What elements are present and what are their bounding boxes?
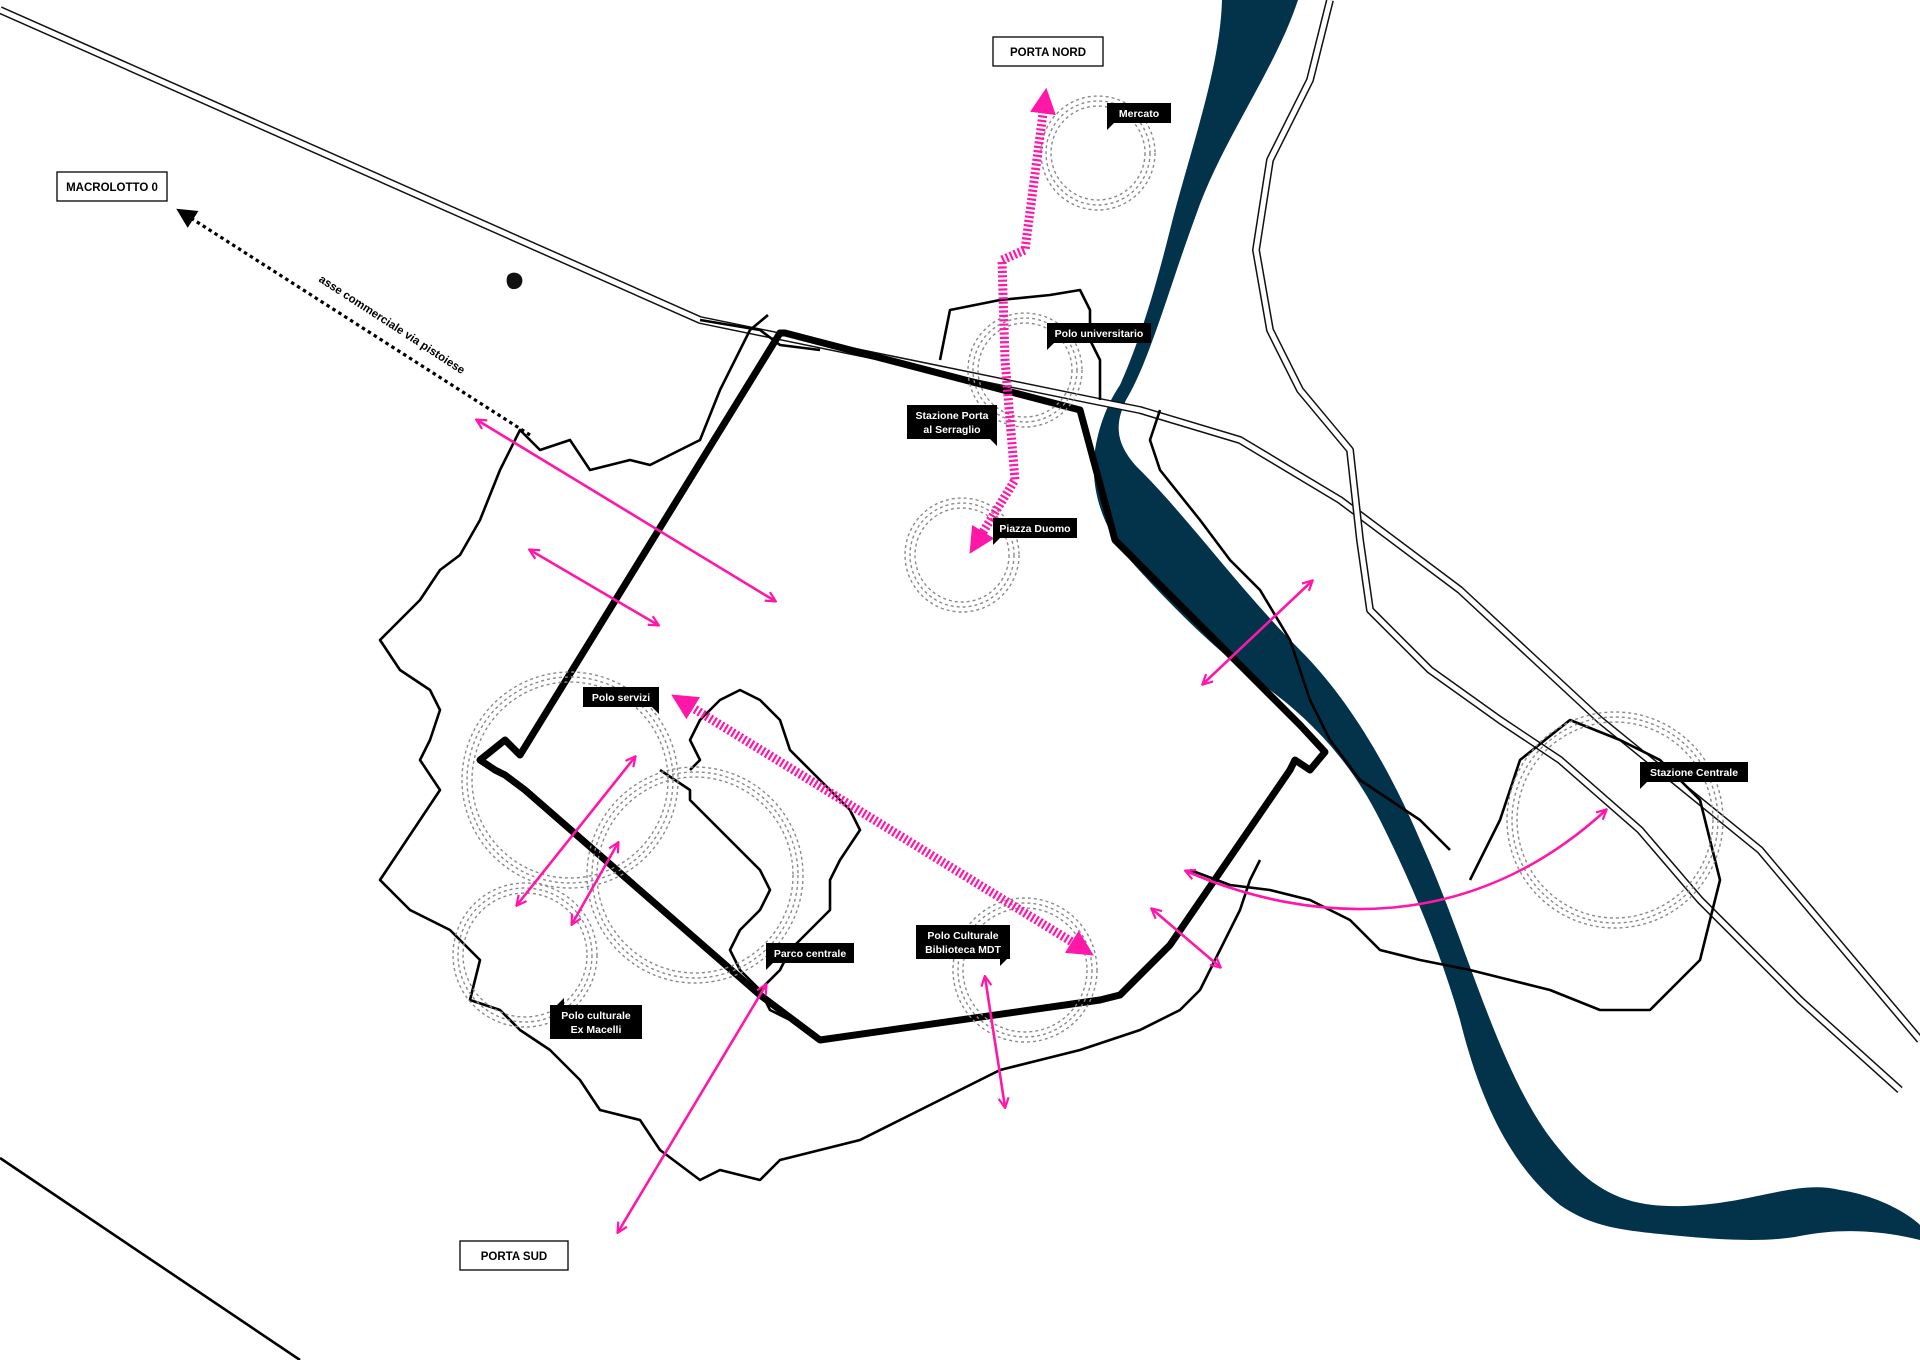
route-north bbox=[969, 87, 1056, 554]
macrolotto-box: MACROLOTTO 0 bbox=[56, 171, 168, 202]
connection-east bbox=[1203, 581, 1312, 684]
connection-mdt bbox=[985, 977, 1005, 1107]
city-walls bbox=[476, 329, 1329, 1044]
axis-label: asse commerciale via pistoiese bbox=[316, 273, 466, 376]
tag-piazza-duomo: Piazza Duomo bbox=[993, 518, 1077, 545]
tag-stazione-centrale: Stazione Centrale bbox=[1640, 762, 1748, 789]
landmark-dot bbox=[506, 272, 523, 290]
svg-text:Polo culturale: Polo culturale bbox=[561, 1010, 631, 1022]
svg-text:Polo universitario: Polo universitario bbox=[1055, 328, 1144, 340]
river bbox=[1093, 0, 1920, 1240]
svg-text:Polo Culturale: Polo Culturale bbox=[927, 930, 998, 942]
tag-parco-centrale: Parco centrale bbox=[766, 943, 854, 970]
connection-south bbox=[618, 985, 766, 1232]
svg-text:Polo servizi: Polo servizi bbox=[592, 692, 650, 704]
svg-text:PORTA SUD: PORTA SUD bbox=[481, 1251, 547, 1263]
tag-mercato: Mercato bbox=[1107, 103, 1171, 130]
node-rings bbox=[452, 95, 1724, 1043]
connection-sw-1 bbox=[517, 757, 635, 905]
tag-polo-culturale-mdt: Polo Culturale Biblioteca MDT bbox=[916, 925, 1010, 966]
svg-text:Parco centrale: Parco centrale bbox=[774, 948, 847, 960]
svg-text:PORTA NORD: PORTA NORD bbox=[1010, 47, 1086, 59]
svg-text:Stazione Centrale: Stazione Centrale bbox=[1650, 767, 1738, 779]
connection-nw-2 bbox=[530, 550, 658, 625]
tag-polo-universitario: Polo universitario bbox=[1047, 323, 1151, 350]
tag-polo-culturale-macelli: Polo culturale Ex Macelli bbox=[550, 998, 642, 1039]
porta-sud-box: PORTA SUD bbox=[459, 1240, 569, 1271]
route-diagonal bbox=[671, 694, 1094, 956]
connection-stazione bbox=[1186, 810, 1606, 911]
primary-routes bbox=[671, 87, 1094, 956]
connection-sw-2 bbox=[572, 843, 618, 924]
svg-text:Biblioteca MDT: Biblioteca MDT bbox=[925, 944, 1001, 956]
ring-piazza-duomo bbox=[904, 497, 1020, 613]
porta-nord-box: PORTA NORD bbox=[992, 36, 1104, 67]
tag-stazione-porta: Stazione Porta al Serraglio bbox=[907, 405, 997, 446]
commercial-axis bbox=[176, 208, 531, 437]
svg-text:Stazione Porta: Stazione Porta bbox=[916, 410, 989, 422]
connection-nw-1 bbox=[477, 420, 775, 601]
svg-text:Ex Macelli: Ex Macelli bbox=[571, 1024, 622, 1036]
svg-text:Mercato: Mercato bbox=[1119, 108, 1159, 120]
tag-polo-servizi: Polo servizi bbox=[583, 687, 659, 714]
svg-text:Piazza Duomo: Piazza Duomo bbox=[999, 523, 1070, 535]
connection-se bbox=[1152, 909, 1220, 967]
connections bbox=[477, 420, 1606, 1232]
svg-text:MACROLOTTO 0: MACROLOTTO 0 bbox=[66, 182, 158, 194]
svg-text:al Serraglio: al Serraglio bbox=[923, 424, 980, 436]
